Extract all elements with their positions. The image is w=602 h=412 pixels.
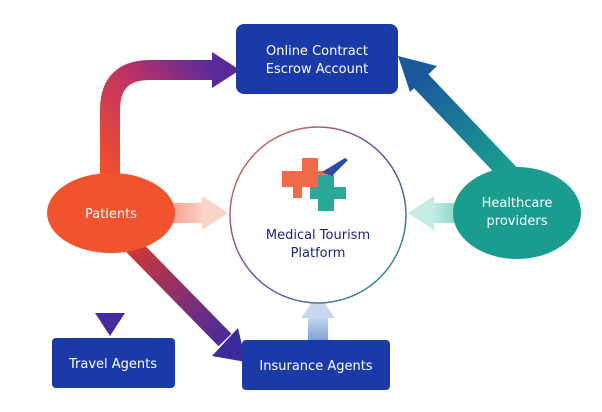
platform-label-line1: Medical Tourism [266,228,370,243]
escrow-account-node: Online Contract Escrow Account [236,24,398,94]
escrow-label-line2: Escrow Account [266,62,368,77]
insurance-agents-label: Insurance Agents [259,359,372,374]
arrow-patients-to-travel [95,240,125,336]
patients-node: Patients [47,173,175,253]
travel-agents-label: Travel Agents [68,357,157,372]
platform-label-line2: Platform [291,246,346,261]
arrow-healthcare-to-escrow [398,56,523,187]
insurance-agents-node: Insurance Agents [242,340,390,390]
arrow-patients-to-platform [170,196,228,230]
platform-node: Medical Tourism Platform [229,126,407,304]
healthcare-label-line2: providers [487,214,548,229]
arrow-patients-to-insurance [118,231,246,362]
travel-agents-node: Travel Agents [52,338,175,388]
patients-label: Patients [85,207,137,222]
healthcare-providers-node: Healthcare providers [453,167,581,259]
escrow-label-line1: Online Contract [266,44,368,59]
arrow-patients-to-escrow [100,52,240,185]
arrow-insurance-to-platform [301,294,335,342]
medical-cross-plane-icon [282,158,348,211]
healthcare-label-line1: Healthcare [482,196,553,211]
